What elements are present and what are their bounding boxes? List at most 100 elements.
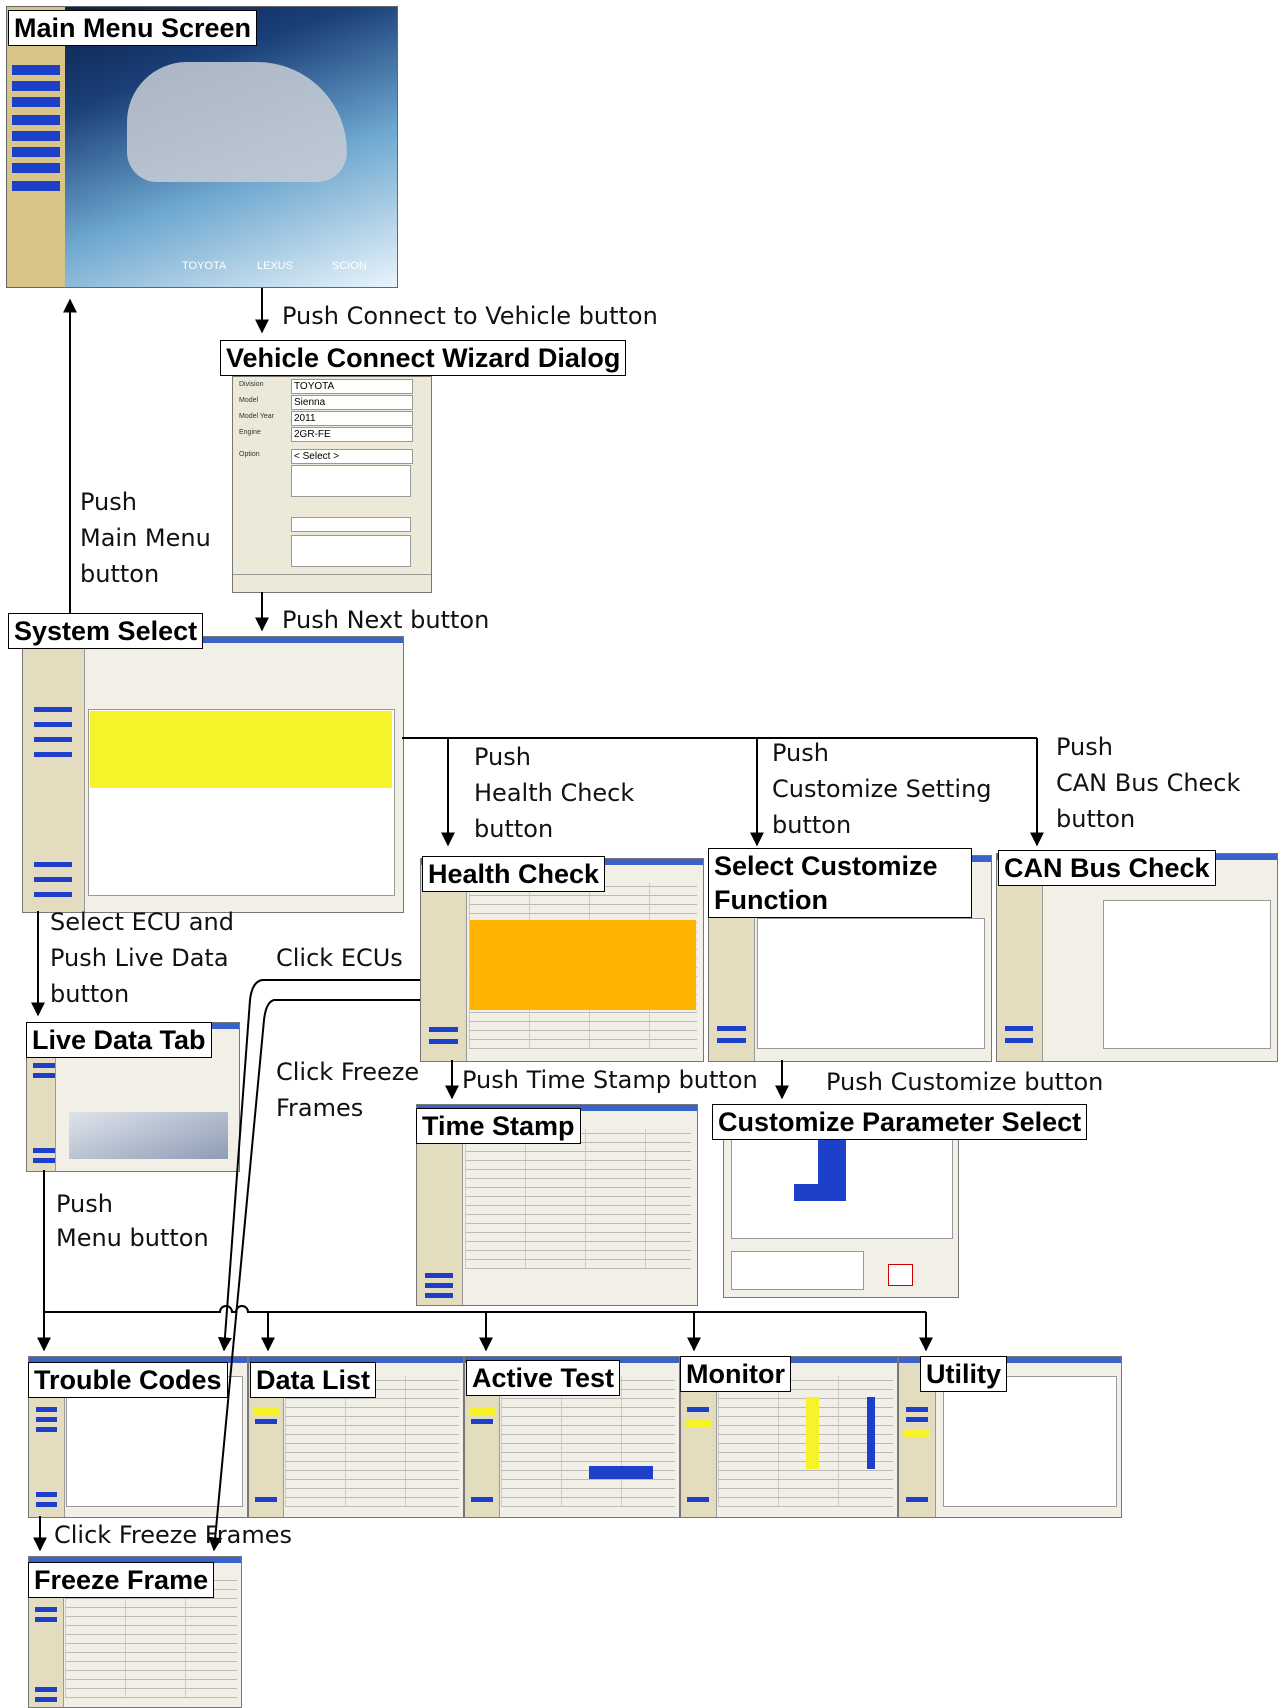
label-select-ecu-1: Select ECU and xyxy=(50,908,234,936)
label-push-connect: Push Connect to Vehicle button xyxy=(282,302,658,330)
item-description xyxy=(731,1250,865,1291)
sidebar-button xyxy=(429,1039,458,1044)
sidebar-button xyxy=(12,181,60,191)
active-tab-highlight xyxy=(253,1407,279,1415)
title-system-select: System Select xyxy=(8,613,204,649)
arrow-click-freeze-upper xyxy=(208,999,420,1552)
data-list-table xyxy=(285,1376,459,1508)
field-label: Option xyxy=(239,451,260,458)
sidebar-button xyxy=(687,1497,710,1502)
title-freeze-frame: Freeze Frame xyxy=(28,1562,215,1598)
brand-lexus: LEXUS xyxy=(257,260,294,272)
label-select-ecu-3: button xyxy=(50,980,130,1008)
label-main-menu-2: Main Menu xyxy=(80,524,211,552)
system-select-screenshot xyxy=(22,636,404,913)
sidebar-button xyxy=(12,65,60,75)
label-health-2: Health Check xyxy=(474,779,635,807)
sidebar-button xyxy=(1005,1038,1034,1043)
title-can-bus: CAN Bus Check xyxy=(998,850,1216,886)
title-customize-param: Customize Parameter Select xyxy=(712,1104,1088,1140)
sidebar-button xyxy=(33,1063,55,1068)
window-titlebar xyxy=(23,637,403,643)
option-list xyxy=(291,465,411,497)
sidebar-button xyxy=(34,707,73,712)
label-click-freeze-1: Click Freeze xyxy=(276,1058,420,1086)
main-menu-screenshot: TOYOTA LEXUS SCION xyxy=(6,6,398,288)
title-main-menu: Main Menu Screen xyxy=(8,10,258,46)
sidebar-button xyxy=(255,1419,277,1424)
sidebar-button xyxy=(35,1492,58,1497)
label-push-time-stamp: Push Time Stamp button xyxy=(462,1066,758,1094)
sidebar-button xyxy=(34,862,73,867)
active-tab-highlight xyxy=(469,1407,495,1415)
sidebar-button xyxy=(34,752,73,757)
field-label: Model Year xyxy=(239,413,275,420)
engine-field: 2GR-FE xyxy=(291,427,413,442)
sidebar-button xyxy=(687,1407,710,1412)
sidebar-button xyxy=(33,1148,55,1153)
sidebar-button xyxy=(35,1417,58,1422)
title-active-test: Active Test xyxy=(466,1360,621,1396)
brand-toyota: TOYOTA xyxy=(182,260,227,272)
label-customize-2: Customize Setting xyxy=(772,775,992,803)
title-data-list: Data List xyxy=(250,1362,377,1398)
sidebar-button xyxy=(429,1027,458,1032)
sidebar-button xyxy=(425,1283,454,1288)
sidebar-button xyxy=(905,1417,928,1422)
sidebar-button xyxy=(905,1407,928,1412)
health-check-screenshot xyxy=(420,858,704,1062)
sidebar-button xyxy=(471,1497,493,1502)
function-list xyxy=(756,917,986,1049)
sidebar-button xyxy=(12,81,60,91)
sidebar-button xyxy=(35,1687,57,1692)
system-rows-highlight xyxy=(89,711,392,789)
window-titlebar xyxy=(29,1557,241,1563)
sidebar-button xyxy=(34,737,73,742)
label-push-next: Push Next button xyxy=(282,606,490,634)
vin-field xyxy=(291,517,411,532)
sidebar-button xyxy=(12,97,60,107)
sidebar-button xyxy=(33,1158,55,1163)
utility-list xyxy=(943,1376,1117,1508)
sidebar-button xyxy=(34,892,73,897)
cancel-icon xyxy=(887,1263,914,1286)
window-titlebar xyxy=(899,1357,1121,1363)
label-click-freeze-2: Frames xyxy=(276,1094,364,1122)
active-tab-highlight xyxy=(685,1419,712,1427)
sidebar-button xyxy=(12,131,60,141)
title-monitor: Monitor xyxy=(680,1356,791,1392)
brand-scion: SCION xyxy=(332,260,367,272)
field-label: Model xyxy=(239,397,259,404)
sidebar-button xyxy=(12,115,60,125)
title-health-check: Health Check xyxy=(422,856,606,892)
sidebar-button xyxy=(33,1073,55,1078)
label-customize-3: button xyxy=(772,811,852,839)
time-stamp-table xyxy=(464,1129,692,1269)
codes-table xyxy=(66,1376,243,1508)
label-push-customize-button: Push Customize button xyxy=(826,1068,1104,1096)
active-test-table xyxy=(501,1376,675,1508)
monitor-table xyxy=(717,1376,893,1508)
label-push-menu-2: Menu button xyxy=(56,1224,209,1252)
model-field: Sienna xyxy=(291,395,413,410)
window-titlebar xyxy=(29,1357,247,1363)
sidebar-button xyxy=(425,1293,454,1298)
active-tab-highlight xyxy=(903,1429,931,1437)
arrow-click-ecus xyxy=(217,979,420,1352)
title-select-customize: Select Customize Function xyxy=(708,848,972,918)
label-can-2: CAN Bus Check xyxy=(1056,769,1241,797)
sidebar-button xyxy=(35,1407,58,1412)
field-label: Engine xyxy=(239,429,261,436)
sidebar-button xyxy=(425,1273,454,1278)
live-data-image xyxy=(69,1111,229,1160)
selected-values xyxy=(817,1139,846,1190)
sidebar-button xyxy=(35,1617,57,1622)
selected-values xyxy=(794,1184,846,1201)
title-utility: Utility xyxy=(920,1356,1008,1392)
label-main-menu-3: button xyxy=(80,560,160,588)
sidebar-button xyxy=(905,1497,928,1502)
sidebar-button xyxy=(12,147,60,157)
vehicle-illustration xyxy=(127,62,347,182)
label-click-ecus: Click ECUs xyxy=(276,944,403,972)
